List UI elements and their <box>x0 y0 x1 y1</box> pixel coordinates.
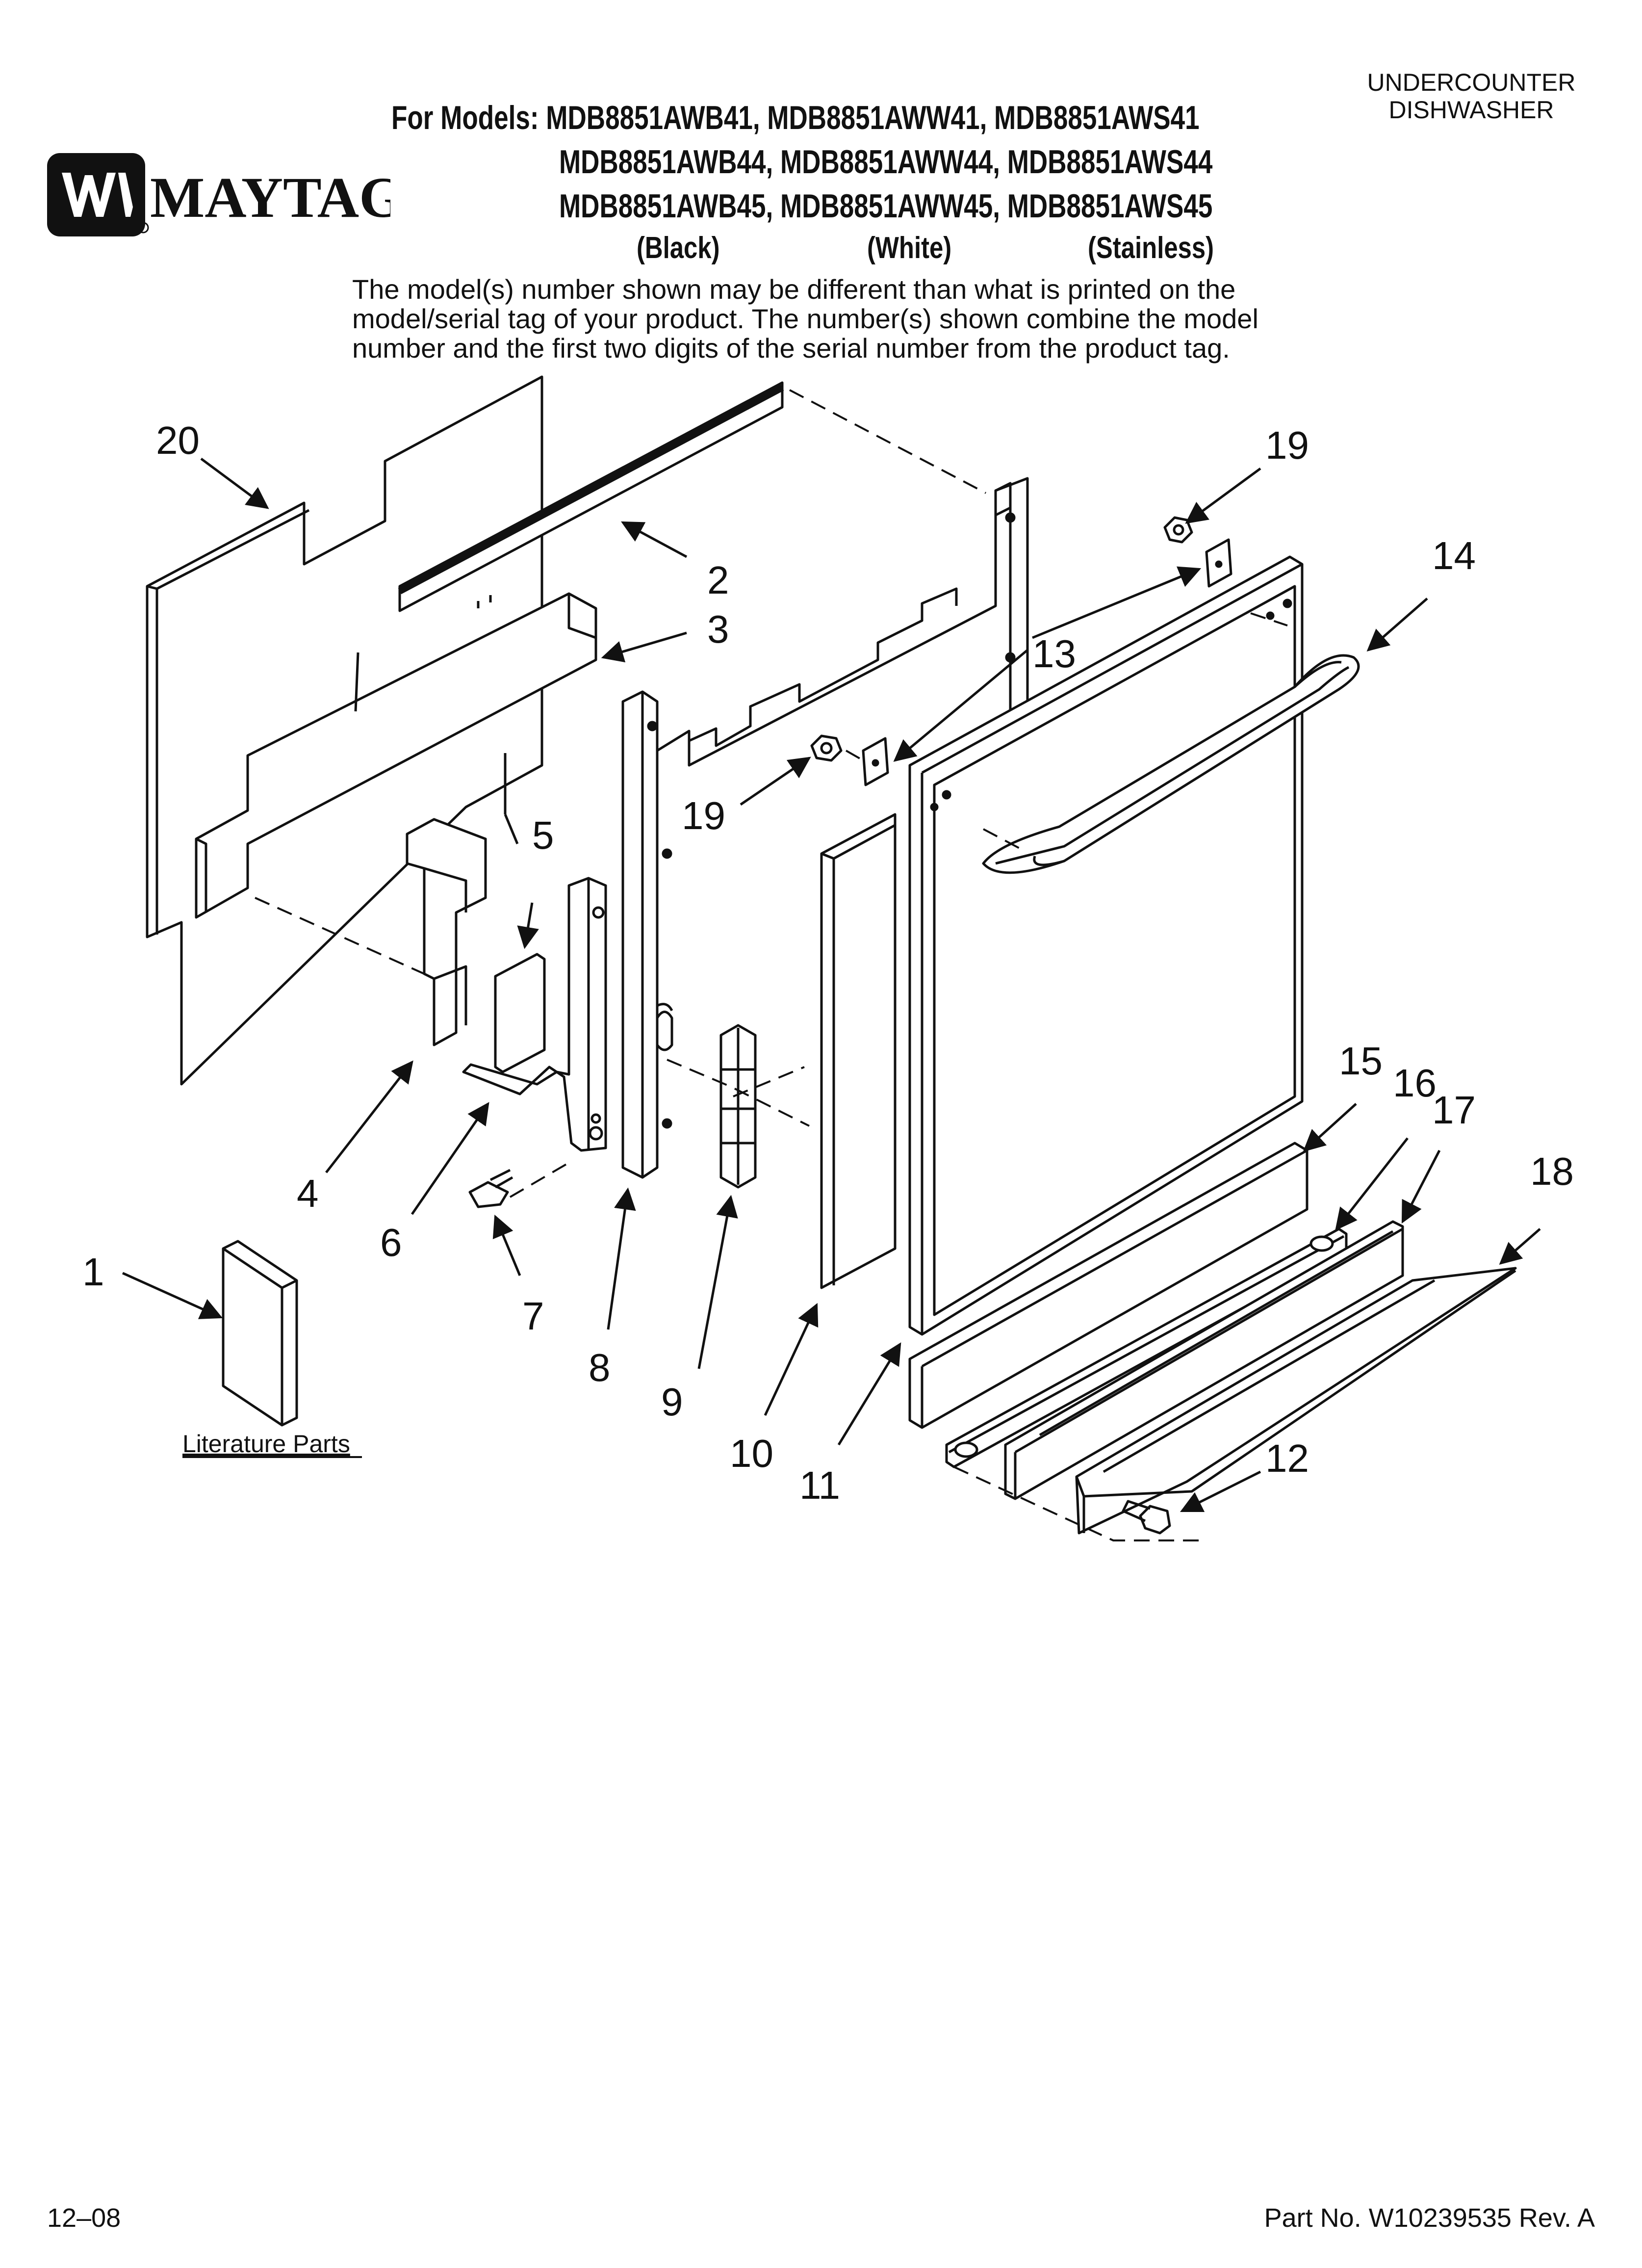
callout-arrows <box>122 457 1541 1512</box>
callout-18: 18 <box>1530 1149 1574 1193</box>
part-12-screw <box>1122 1500 1171 1535</box>
callout-3: 3 <box>707 607 729 651</box>
part-2-top-trim-strip <box>398 381 784 612</box>
callout-8: 8 <box>589 1346 611 1389</box>
callout-9: 9 <box>661 1380 683 1424</box>
part-19-lock-nut-upper <box>1163 516 1193 544</box>
category-line-2: DISHWASHER <box>1388 96 1554 124</box>
literature-parts-label: Literature Parts <box>182 1430 350 1458</box>
callout-19-upper: 19 <box>1265 423 1309 467</box>
callout-11: 11 <box>799 1463 840 1507</box>
callout-15: 15 <box>1339 1039 1383 1083</box>
callout-19-lower: 19 <box>682 794 725 837</box>
part-13-mounting-plate-lower <box>862 737 889 786</box>
part-19-lock-nut-lower <box>810 734 843 762</box>
callout-12: 12 <box>1265 1436 1309 1480</box>
catalog-category: UNDERCOUNTER DISHWASHER <box>1344 69 1599 124</box>
callout-13: 13 <box>1032 632 1076 676</box>
assembly-guide-lines <box>255 389 1288 1541</box>
models-row-1: MDB8851AWB41, MDB8851AWW41, MDB8851AWS41 <box>546 99 1200 136</box>
part-4-foam-block <box>406 818 487 1046</box>
part-5-foam-pad <box>494 953 546 1073</box>
footer-date: 12–08 <box>47 2203 121 2233</box>
callout-4: 4 <box>297 1172 319 1215</box>
part-7-hex-screw <box>468 1169 513 1208</box>
callout-20: 20 <box>156 418 200 462</box>
callout-2: 2 <box>707 558 729 602</box>
callout-5: 5 <box>532 813 554 857</box>
part-15-kick-plate <box>908 1142 1308 1429</box>
maytag-logo: MAYTAG <box>47 153 404 236</box>
models-line-1: For Models: MDB8851AWB41, MDB8851AWW41, … <box>391 98 1200 137</box>
callout-7: 7 <box>522 1294 544 1338</box>
part-17-toe-plate <box>1004 1220 1404 1500</box>
part-10-door-panel-insert <box>820 813 897 1289</box>
part-13-mounting-plate-upper <box>1205 538 1232 588</box>
brand-name: MAYTAG <box>150 165 390 230</box>
part-14-door-handle <box>982 654 1360 874</box>
callout-16: 16 <box>1393 1061 1437 1105</box>
note-line-1: The model(s) number shown may be differe… <box>352 274 1236 305</box>
callout-labels: 20 2 3 5 4 6 7 8 9 10 11 12 13 14 15 16 … <box>82 418 1574 1507</box>
maytag-logo-graphic: MAYTAG <box>47 153 404 236</box>
part-9-vent-grille <box>719 1024 757 1189</box>
part-1-literature-booklet <box>222 1240 298 1427</box>
footer-part-number: Part No. W10239535 Rev. A <box>1264 2203 1595 2233</box>
part-6-hinge-bracket <box>462 877 607 1152</box>
color-black: (Black) <box>637 231 720 265</box>
color-stainless: (Stainless) <box>1088 231 1214 265</box>
callout-6: 6 <box>380 1221 402 1264</box>
color-white: (White) <box>867 231 952 265</box>
callout-1: 1 <box>82 1250 104 1294</box>
note-line-3: number and the first two digits of the s… <box>352 333 1230 364</box>
part-8-side-panel <box>621 477 1029 1179</box>
models-row-2: MDB8851AWB44, MDB8851AWW44, MDB8851AWS44 <box>559 143 1213 181</box>
category-line-1: UNDERCOUNTER <box>1367 69 1576 96</box>
part-3-insulation-pad <box>195 592 597 919</box>
callout-10: 10 <box>730 1432 773 1475</box>
model-number-note: The model(s) number shown may be differe… <box>352 275 1333 363</box>
callout-14: 14 <box>1432 534 1476 577</box>
models-row-3: MDB8851AWB45, MDB8851AWW45, MDB8851AWS45 <box>559 187 1213 225</box>
callout-17: 17 <box>1432 1088 1476 1132</box>
note-line-2: model/serial tag of your product. The nu… <box>352 303 1258 334</box>
models-prefix: For Models: <box>391 99 539 136</box>
